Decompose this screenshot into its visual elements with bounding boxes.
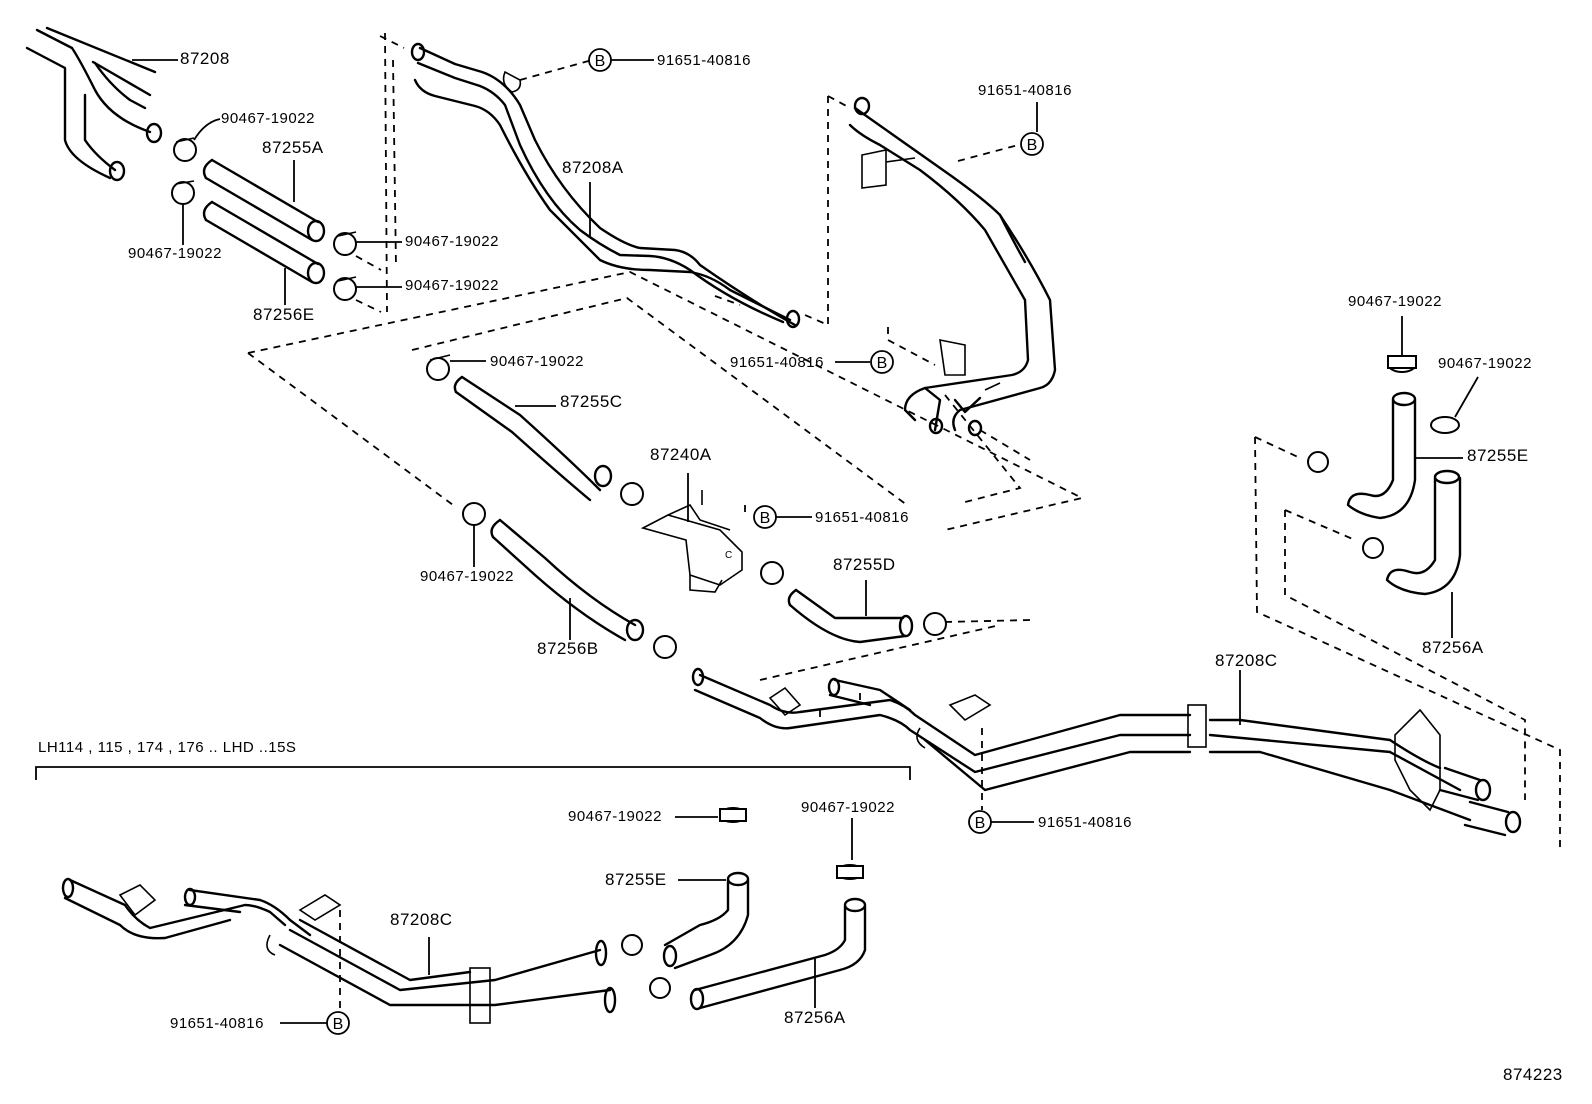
pipe-87208C-variant[interactable] [61, 877, 617, 1024]
clamp-variant-hose-upper[interactable] [621, 934, 643, 956]
label-clamp: 90467-19022 [801, 799, 895, 816]
clamp-87255D-left[interactable] [760, 561, 784, 585]
label-87240A: 87240A [650, 445, 712, 464]
clamp-87255D-right[interactable] [923, 612, 947, 636]
label-87208: 87208 [180, 49, 230, 68]
bolt-letter: B [1027, 137, 1038, 154]
label-bolt: 91651-40816 [657, 52, 751, 69]
label-bolt: 91651-40816 [170, 1015, 264, 1032]
hose-87255A[interactable] [202, 158, 326, 243]
label-87256A: 87256A [1422, 638, 1484, 657]
bolt-letter: B [975, 815, 986, 832]
label-clamp: 90467-19022 [1438, 355, 1532, 372]
hose-87255C[interactable] [453, 375, 613, 502]
variant-bracket [35, 766, 911, 780]
clamp-center-lower[interactable] [462, 502, 486, 526]
label-bolt: 91651-40816 [815, 509, 909, 526]
hose-87256B[interactable] [490, 518, 645, 642]
bolt-letter: B [877, 355, 888, 372]
hose-87256E[interactable] [202, 200, 326, 285]
pipe-87208A[interactable] [410, 42, 801, 329]
label-87256B: 87256B [537, 639, 599, 658]
clamp-center-bottom[interactable] [653, 635, 677, 659]
svg-text:C: C [725, 550, 732, 561]
clamp-top-left-lower[interactable] [171, 180, 195, 205]
label-87255E: 87255E [1467, 446, 1529, 465]
pipe-87208[interactable] [25, 26, 163, 182]
pipe-top-right[interactable] [848, 96, 1057, 437]
hose-87255E-right[interactable] [1346, 391, 1417, 520]
bolt-letter: B [595, 53, 606, 70]
label-bolt: 91651-40816 [730, 354, 824, 371]
variant-note: LH114 , 115 , 174 , 176 .. LHD ..15S [38, 739, 297, 756]
illustration-number: 874223 [1503, 1065, 1563, 1084]
clamp-variant-hose-lower[interactable] [649, 977, 671, 999]
clamp-top-mid-upper[interactable] [333, 231, 357, 256]
clamp-top-mid-lower[interactable] [333, 276, 357, 301]
bolt-letter: B [760, 510, 771, 527]
clamp-right-upper[interactable] [1387, 355, 1417, 373]
label-87255A: 87255A [262, 138, 324, 157]
label-87208C: 87208C [1215, 651, 1278, 670]
label-87255E-variant: 87255E [605, 870, 667, 889]
label-87255C: 87255C [560, 392, 623, 411]
pipe-87208C-main[interactable] [691, 667, 1522, 837]
clamp-center-upper[interactable] [426, 354, 451, 381]
label-clamp: 90467-19022 [405, 233, 499, 250]
label-clamp: 90467-19022 [568, 808, 662, 825]
label-87208C-variant: 87208C [390, 910, 453, 929]
label-clamp: 90467-19022 [221, 110, 315, 127]
label-87256A-variant: 87256A [784, 1008, 846, 1027]
bolt-marker-mid-right[interactable] [870, 350, 894, 374]
label-clamp: 90467-19022 [1348, 293, 1442, 310]
label-bolt: 91651-40816 [978, 82, 1072, 99]
label-87208A: 87208A [562, 158, 624, 177]
label-clamp: 90467-19022 [405, 277, 499, 294]
clamp-variant-left[interactable] [719, 807, 747, 823]
hose-87256A-variant[interactable] [689, 897, 867, 1011]
hose-87256A-right[interactable] [1385, 469, 1462, 596]
label-87255D: 87255D [833, 555, 896, 574]
hose-87255D[interactable] [787, 588, 914, 644]
clamp-right-side[interactable] [1430, 416, 1460, 434]
clamp-right-hose-lower[interactable] [1362, 537, 1384, 559]
bolt-letter: B [333, 1016, 344, 1033]
bolt-marker-top-right[interactable] [1020, 132, 1044, 156]
clamp-center-mid[interactable] [620, 482, 644, 506]
valve-87240A[interactable]: C [640, 490, 743, 593]
clamp-top-left-upper[interactable] [173, 137, 197, 162]
clamp-variant-right[interactable] [836, 864, 864, 880]
label-clamp: 90467-19022 [420, 568, 514, 585]
label-clamp: 90467-19022 [128, 245, 222, 262]
label-clamp: 90467-19022 [490, 353, 584, 370]
label-87256E: 87256E [253, 305, 315, 324]
label-bolt: 91651-40816 [1038, 814, 1132, 831]
hose-87255E-variant[interactable] [662, 871, 750, 970]
clamp-right-hose-upper[interactable] [1307, 451, 1329, 473]
